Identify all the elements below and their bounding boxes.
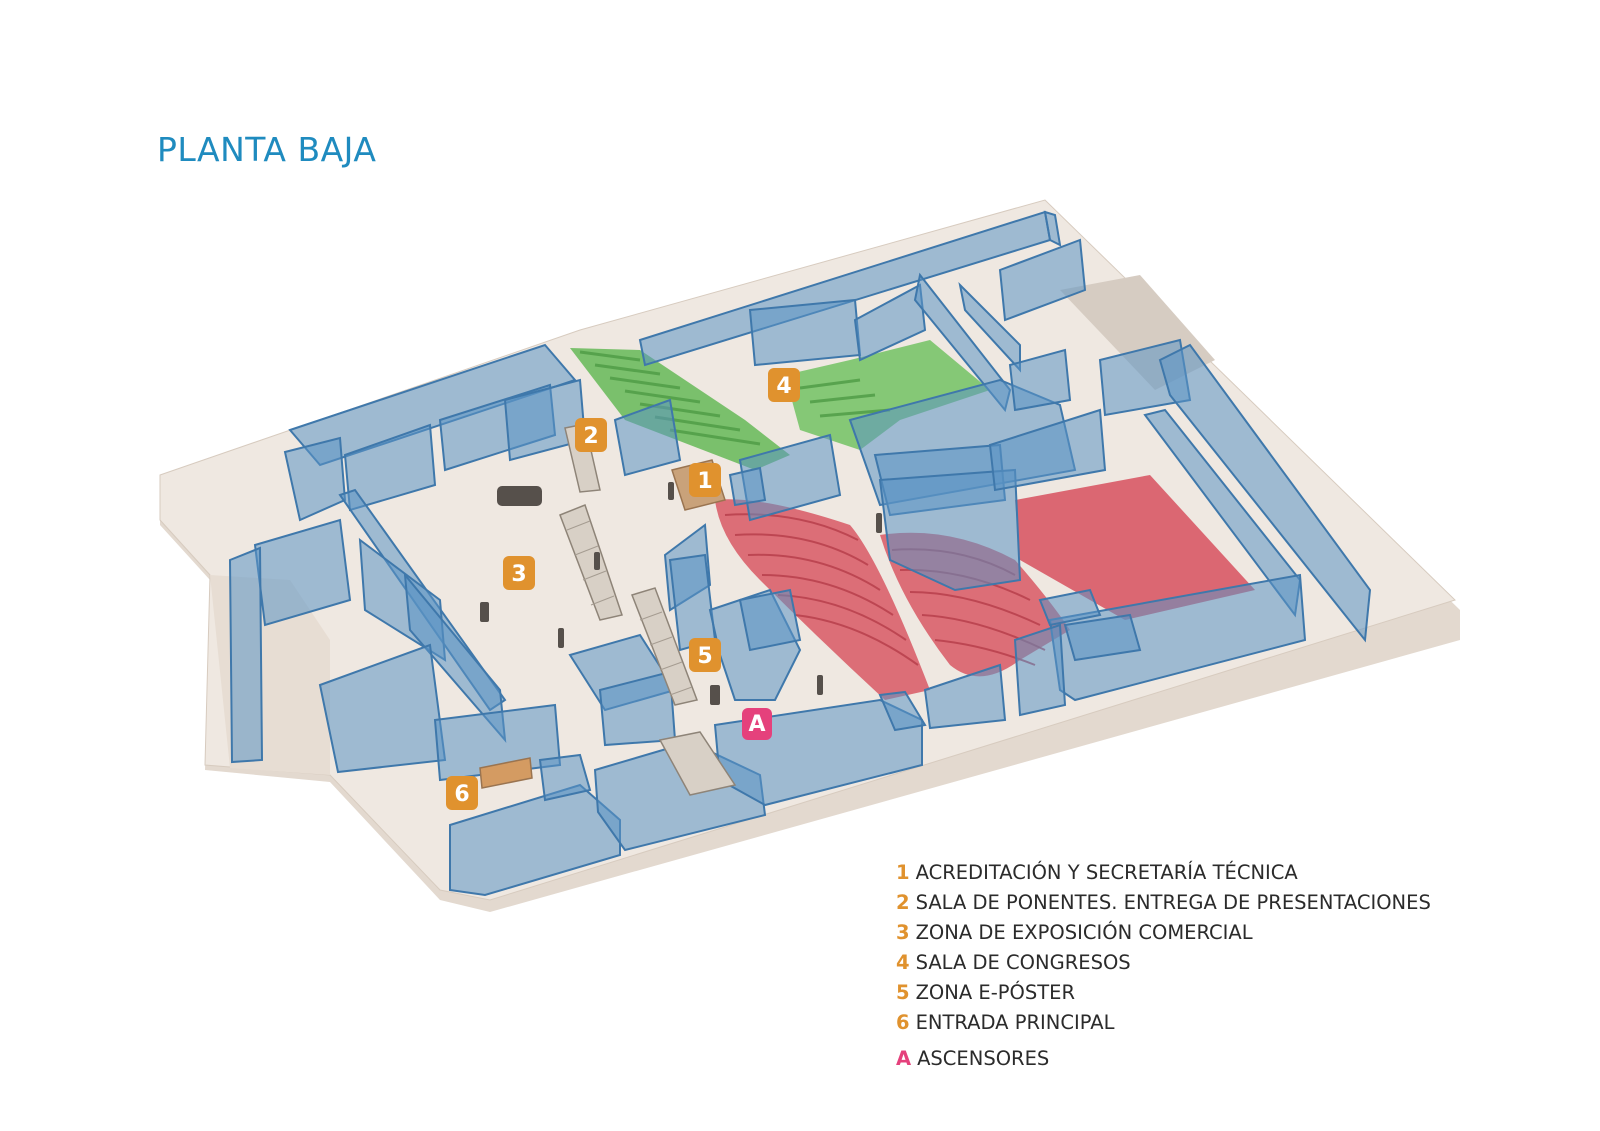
page-title: PLANTA BAJA [157,130,377,169]
escalator-steps [566,520,693,696]
marker-3-label: 3 [511,562,526,587]
marker-5-label: 5 [697,644,712,669]
marker-6-label: 6 [454,782,469,807]
marker-3[interactable]: 3 [503,556,535,590]
marker-elevators[interactable]: A [742,708,772,740]
legend-number: 2 [896,891,910,914]
marker-elevators-label: A [748,712,765,737]
marker-4-label: 4 [776,374,791,399]
marker-6[interactable]: 6 [446,776,478,810]
congress-hall-seating [570,340,990,470]
legend-text: ZONA E-PÓSTER [915,981,1076,1004]
legend-number: 6 [896,1011,910,1034]
marker-4[interactable]: 4 [768,368,800,402]
legend-number: 3 [896,921,910,944]
legend-text: ASCENSORES [917,1047,1050,1070]
legend-text: ZONA DE EXPOSICIÓN COMERCIAL [915,921,1253,944]
legend-number: 5 [896,981,910,1004]
legend-text: ENTRADA PRINCIPAL [915,1011,1115,1034]
marker-2-label: 2 [583,424,598,449]
stairs-escalators [559,423,737,796]
legend-text: SALA DE CONGRESOS [915,951,1131,974]
building-walls [228,210,1372,897]
people-silhouettes [480,482,882,705]
legend-text: ACREDITACIÓN Y SECRETARÍA TÉCNICA [915,861,1298,884]
marker-1-label: 1 [697,469,712,494]
marker-5[interactable]: 5 [689,638,721,672]
legend-number: 1 [896,861,910,884]
marker-1[interactable]: 1 [689,463,721,497]
marker-2[interactable]: 2 [575,418,607,452]
legend-number: A [896,1047,912,1070]
legend-number: 4 [896,951,910,974]
legend-text: SALA DE PONENTES. ENTREGA DE PRESENTACIO… [915,891,1431,914]
